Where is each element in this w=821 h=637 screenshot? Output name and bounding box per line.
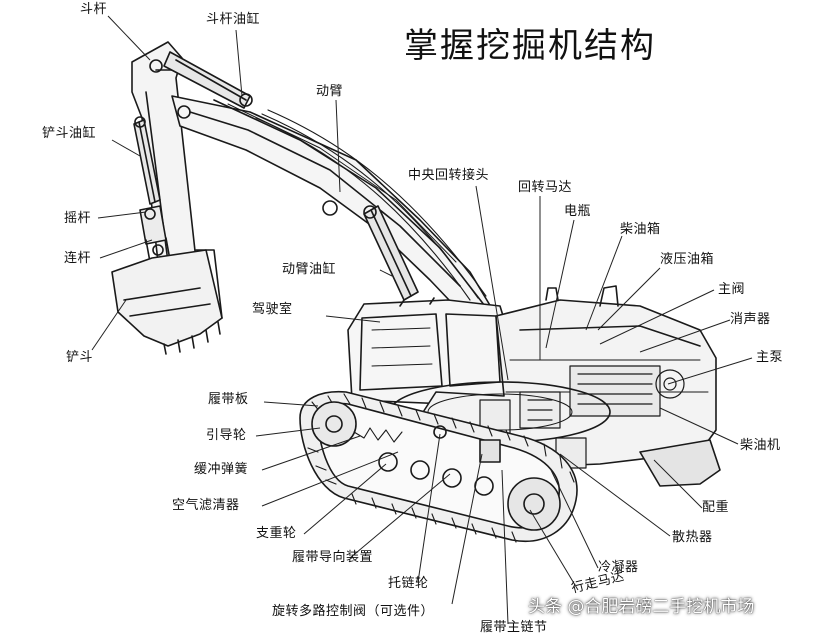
label-bucket: 铲斗 [66, 350, 94, 365]
label-main-valve: 主阀 [718, 282, 746, 297]
label-diesel-engine: 柴油机 [740, 438, 781, 453]
label-counterweight: 配重 [702, 500, 730, 515]
label-stick-cylinder: 斗杆油缸 [206, 12, 261, 27]
label-condenser: 冷凝器 [598, 560, 639, 575]
label-battery: 电瓶 [564, 204, 592, 219]
counterweight [639, 439, 721, 487]
label-hydraulic-tank: 液压油箱 [660, 252, 715, 267]
boom [171, 95, 501, 323]
label-main-pump: 主泵 [756, 350, 784, 365]
bucket [111, 249, 223, 355]
label-recoil-spring: 缓冲弹簧 [194, 462, 249, 477]
label-track-roller: 支重轮 [256, 526, 297, 541]
hydraulic-hoses [255, 109, 487, 301]
label-link: 连杆 [64, 251, 92, 266]
label-swivel-valve: 旋转多路控制阀（可选件） [272, 604, 435, 619]
stick-cylinder [163, 51, 253, 109]
label-track-link: 履带主链节 [480, 620, 548, 635]
watermark-handle: @合肥岩磅二手挖机市场 [567, 597, 755, 617]
track-assembly [299, 390, 578, 543]
label-radiator: 散热器 [672, 530, 713, 545]
label-track-guide: 履带导向装置 [292, 550, 374, 565]
label-center-joint: 中央回转接头 [408, 168, 490, 183]
label-rocker: 摇杆 [64, 211, 92, 226]
watermark-prefix: 头条 [528, 597, 562, 617]
label-fuel-tank: 柴油箱 [620, 222, 661, 237]
label-boom-cylinder: 动臂油缸 [282, 262, 337, 277]
leader-lines [91, 15, 753, 625]
cab [347, 297, 509, 405]
label-air-filter: 空气滤清器 [172, 498, 240, 513]
label-cab: 驾驶室 [252, 302, 293, 317]
bucket-cylinder [133, 116, 161, 205]
diagram-title: 掌握挖掘机结构 [404, 26, 656, 66]
label-swing-motor: 回转马达 [518, 180, 573, 195]
bucket-linkage [139, 205, 171, 263]
label-stick: 斗杆 [80, 2, 108, 17]
label-carrier-roller: 托链轮 [388, 576, 429, 591]
watermark: 头条 @合肥岩磅二手挖机市场 [528, 596, 754, 618]
label-track-shoe: 履带板 [208, 392, 249, 407]
label-boom: 动臂 [316, 84, 344, 99]
boom-cylinder [363, 205, 419, 301]
label-bucket-cylinder: 铲斗油缸 [42, 126, 97, 141]
label-idler: 引导轮 [206, 428, 247, 443]
label-muffler: 消声器 [730, 312, 771, 327]
